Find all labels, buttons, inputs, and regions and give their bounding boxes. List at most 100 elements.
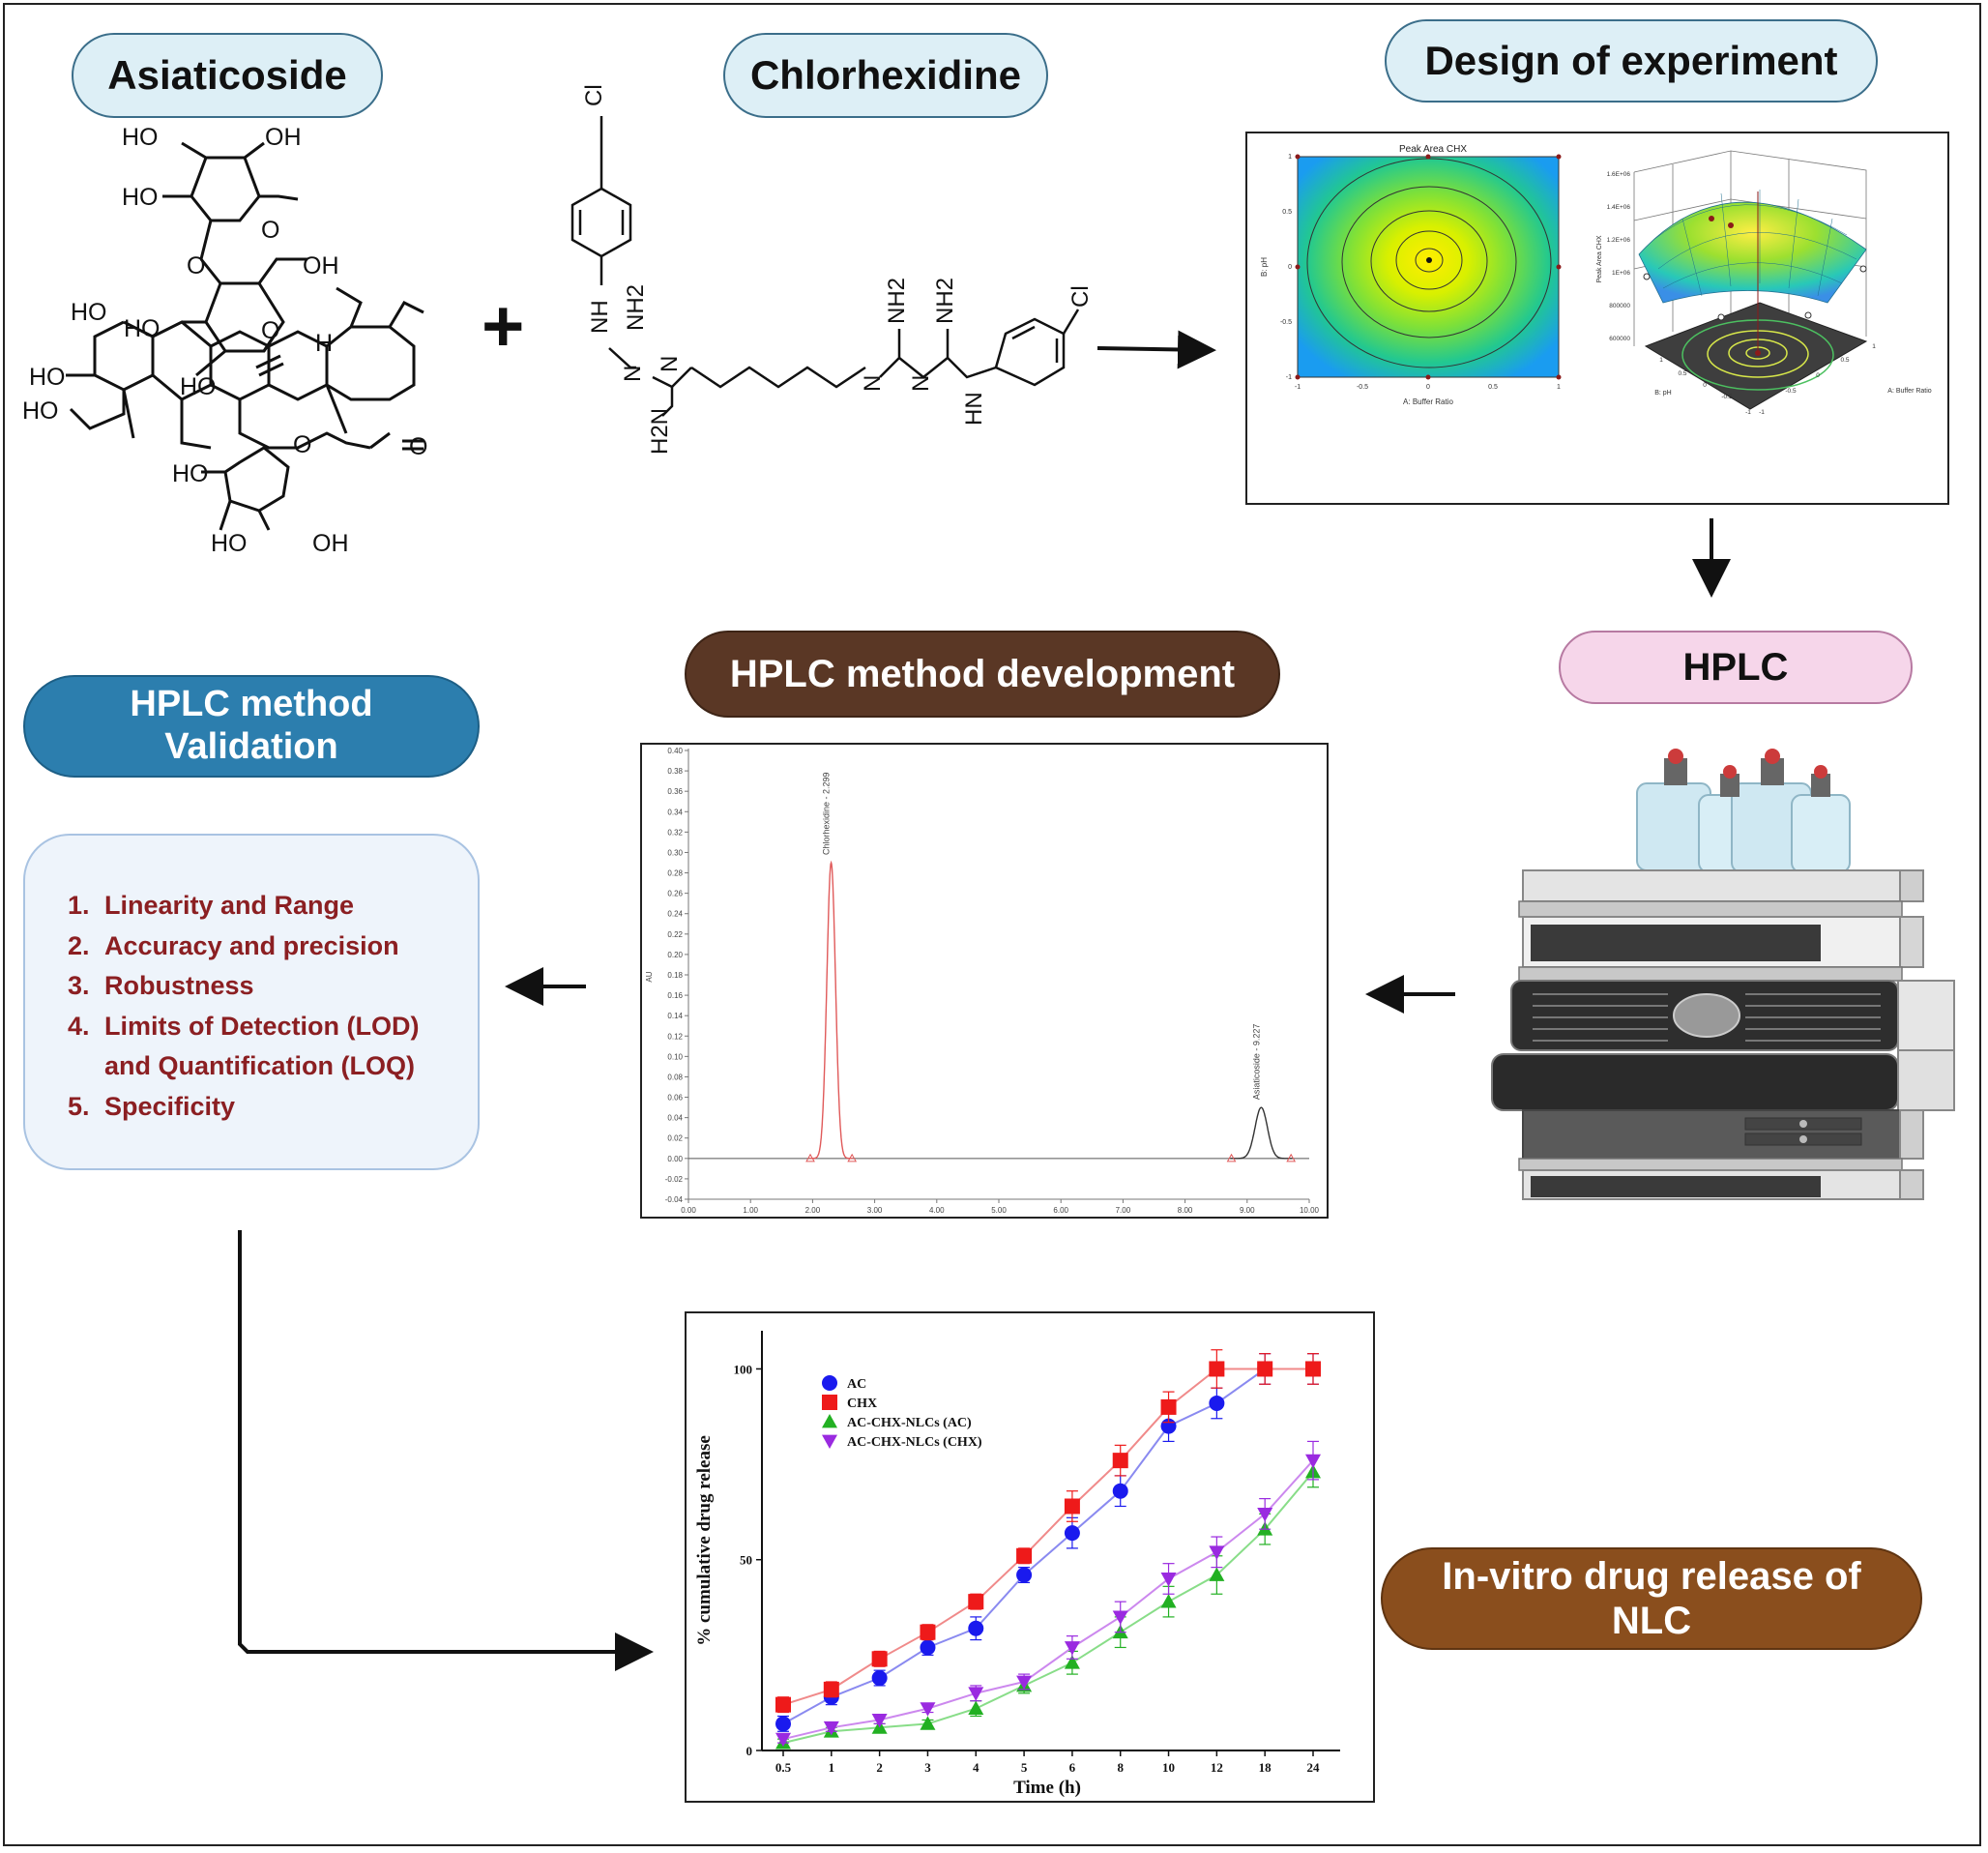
- x-tick-label: 1: [829, 1760, 835, 1775]
- y-tick-label: 0.12: [667, 1032, 683, 1041]
- data-point: [823, 1721, 839, 1736]
- data-point: [1257, 1361, 1273, 1377]
- legend-label: CHX: [847, 1397, 877, 1411]
- surface-design-points: [1643, 191, 1867, 356]
- list-item-text: and Quantification (LOQ): [104, 1051, 415, 1080]
- y-tick-label: 0.16: [667, 991, 683, 1000]
- surface-mesh: [1652, 190, 1857, 297]
- surface-y-label: B: pH: [1654, 390, 1672, 397]
- data-point: [1257, 1507, 1273, 1522]
- tick-label: 0.5: [1282, 209, 1292, 216]
- doe-title-text: Design of experiment: [1424, 37, 1838, 83]
- tick-label: 600000: [1609, 336, 1630, 342]
- chlorhexidine-structure: Cl NH NH2 N N H2N NH2 NH2 N N HN Cl: [570, 84, 1094, 455]
- data-point: [1112, 1610, 1128, 1625]
- tick-label: 1E+06: [1612, 270, 1630, 277]
- y-tick-label: 0.20: [667, 951, 683, 959]
- chlorhexidine-title-text: Chlorhexidine: [749, 51, 1022, 98]
- y-tick-label: -0.04: [665, 1195, 684, 1204]
- hplc-title-text: HPLC: [1682, 646, 1789, 689]
- tick-label: 1: [1557, 384, 1561, 391]
- release-title: In-vitro drug release of NLC: [1381, 1547, 1922, 1650]
- surface-y-ticks: 1 0.5 0 -0.5 -1: [1659, 357, 1751, 416]
- data-point: [1209, 1361, 1225, 1377]
- data-point: [1064, 1498, 1080, 1515]
- doe-plots: Peak Area CHX -1 -0.5 0 0.5 1 -1 -0.5 0 …: [1260, 144, 1932, 416]
- x-tick-label: 10.00: [1300, 1206, 1320, 1215]
- validation-list: 1.Linearity and Range 2.Accuracy and pre…: [68, 886, 420, 1127]
- x-tick-label: 8.00: [1178, 1206, 1193, 1215]
- data-point: [1064, 1655, 1080, 1669]
- chromatogram-y-label: AU: [645, 971, 654, 982]
- list-item-text: Robustness: [104, 971, 254, 1000]
- validation-title: HPLC method Validation: [23, 675, 480, 778]
- data-point: [1209, 1545, 1225, 1560]
- data-point: [1209, 1395, 1225, 1411]
- data-point: [920, 1624, 936, 1640]
- x-tick-label: 7.00: [1116, 1206, 1131, 1215]
- tick-label: -0.5: [1721, 394, 1733, 400]
- tick-label: 800000: [1609, 303, 1630, 309]
- data-point: [1016, 1567, 1033, 1583]
- figure-frame: [3, 3, 1981, 1846]
- atom-label: Cl: [581, 84, 607, 106]
- y-tick-label: 0.40: [667, 747, 683, 755]
- peak-label: Asiaticoside - 9.227: [1251, 1024, 1261, 1101]
- legend-marker: [822, 1395, 837, 1410]
- y-tick-label: 0.24: [667, 910, 683, 919]
- validation-list-box: 1.Linearity and Range 2.Accuracy and pre…: [23, 834, 480, 1170]
- contour-x-label: A: Buffer Ratio: [1403, 397, 1453, 406]
- atom-label: HN: [961, 392, 987, 426]
- y-tick-label: 0.06: [667, 1094, 683, 1103]
- hplc-title: HPLC: [1559, 631, 1913, 704]
- surface-x-label: A: Buffer Ratio: [1887, 388, 1932, 395]
- tick-label: -1: [1745, 409, 1751, 416]
- validation-title-line2: Validation: [164, 726, 338, 767]
- atom-label: H2N: [647, 408, 673, 455]
- asiaticoside-atom-labels: HO OH HO O O OH HO HO HO HO HO H O O HO …: [22, 124, 427, 557]
- data-point: [968, 1620, 984, 1636]
- data-point: [775, 1696, 791, 1713]
- x-tick-label: 24: [1307, 1760, 1321, 1775]
- data-point: [920, 1639, 936, 1656]
- legend-label: AC-CHX-NLCs (AC): [847, 1416, 972, 1430]
- atom-label: NH: [587, 300, 613, 334]
- x-tick-label: 18: [1259, 1760, 1272, 1775]
- series-line: [782, 1368, 1313, 1725]
- data-point: [1064, 1641, 1080, 1656]
- doe-panel: Peak Area CHX -1 -0.5 0 0.5 1 -1 -0.5 0 …: [1245, 132, 1949, 505]
- y-tick-label: 0.18: [667, 971, 683, 980]
- tick-label: 0.5: [1678, 370, 1686, 377]
- tick-label: 1.2E+06: [1607, 237, 1631, 244]
- atom-label: N: [620, 366, 646, 382]
- legend-label: AC-CHX-NLCs (CHX): [847, 1435, 982, 1450]
- x-tick-label: 8: [1117, 1760, 1124, 1775]
- data-point: [1160, 1573, 1177, 1587]
- contour-design-points: [1295, 154, 1562, 380]
- atom-label: NH2: [932, 278, 958, 324]
- data-point: [1209, 1567, 1225, 1581]
- tick-label: 1.6E+06: [1607, 171, 1631, 178]
- column-compartment-grille: [1533, 993, 1881, 1042]
- data-point: [968, 1687, 984, 1701]
- tick-label: -0.5: [1357, 384, 1368, 391]
- x-tick-label: 4: [973, 1760, 979, 1775]
- atom-label: O: [293, 431, 311, 458]
- x-tick-label: 12: [1211, 1760, 1223, 1775]
- release-y-label: % cumulative drug release: [694, 1435, 715, 1646]
- surface-x-ticks: 1 0.5 0 -0.5 -1: [1759, 343, 1876, 416]
- surface-z-ticks: 1.6E+06 1.4E+06 1.2E+06 1E+06 800000 600…: [1607, 171, 1631, 342]
- integration-marker: [1286, 1153, 1297, 1162]
- contour-lines: [1306, 158, 1552, 368]
- module-stack: [1491, 869, 1955, 1200]
- list-item-number: 1.: [68, 891, 90, 920]
- data-point: [968, 1594, 984, 1610]
- atom-label: O: [187, 252, 205, 279]
- atom-label: OH: [303, 252, 339, 279]
- y-tick-label: 0.02: [667, 1134, 683, 1143]
- atom-label: OH: [265, 124, 302, 151]
- list-item: 3. Robustness: [68, 966, 420, 1007]
- atom-label: HO: [71, 299, 107, 326]
- list-item-number: 3.: [68, 971, 90, 1000]
